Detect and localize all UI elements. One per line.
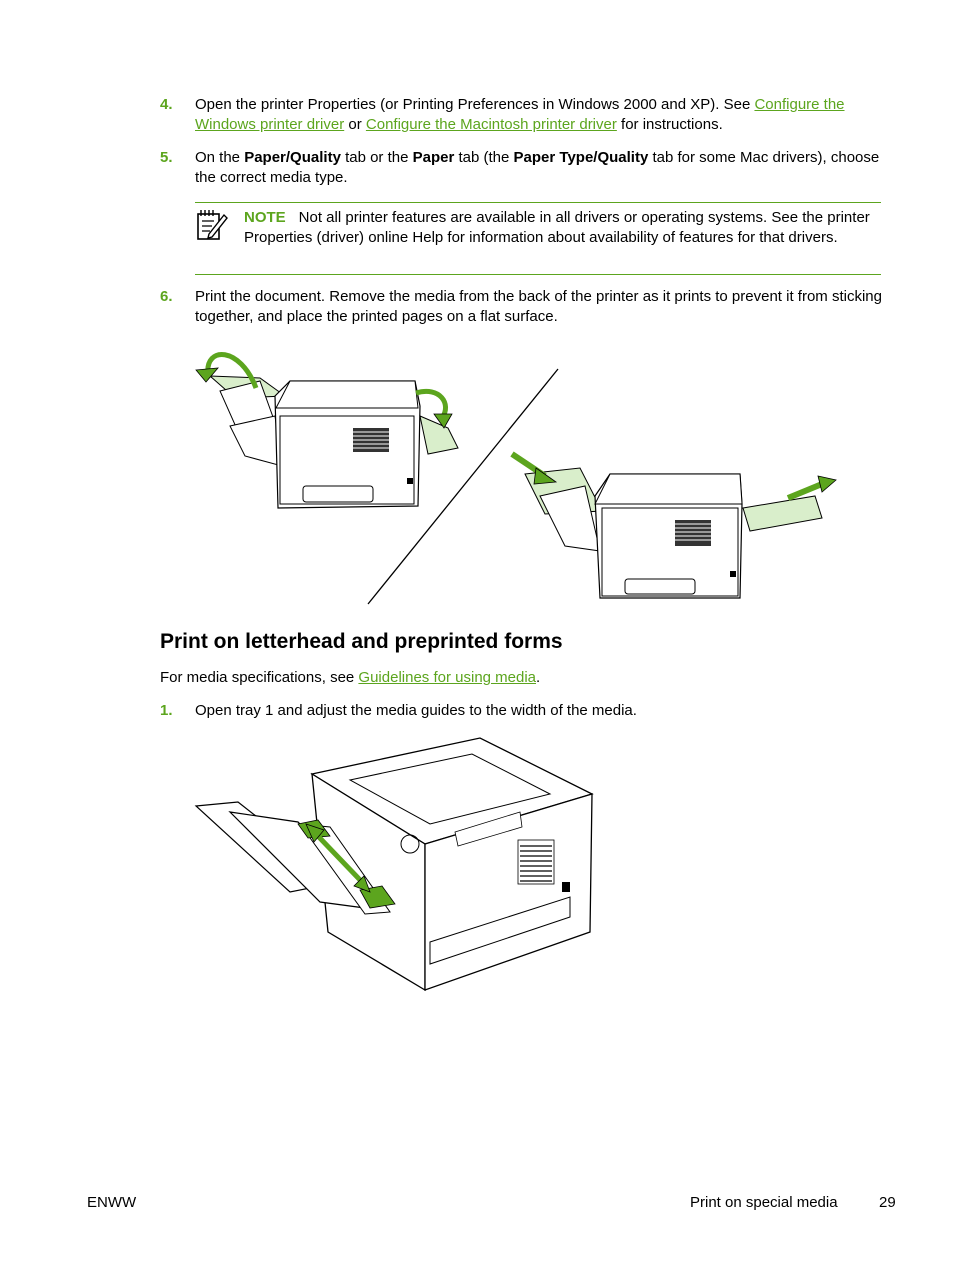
note-pad-icon — [197, 210, 228, 240]
tray-1-media-guides-figure — [194, 737, 594, 992]
paper-quality-term: Paper/Quality — [244, 149, 341, 166]
step-6: 6. Print the document. Remove the media … — [160, 287, 885, 326]
step-number: 4. — [160, 96, 173, 113]
step-4: 4. Open the printer Properties (or Print… — [160, 95, 885, 134]
step-text: Open tray 1 and adjust the media guides … — [195, 702, 637, 719]
step-text: Print the document. Remove the media fro… — [195, 288, 882, 325]
step-1: 1. Open tray 1 and adjust the media guid… — [160, 701, 885, 721]
step-5: 5. On the Paper/Quality tab or the Paper… — [160, 148, 885, 187]
note-body: Not all printer features are available i… — [244, 209, 870, 246]
step-text: Open the printer Properties (or Printing… — [195, 95, 885, 134]
printer-illustration-left — [195, 352, 459, 509]
step-text-part: tab or the — [340, 149, 413, 166]
step-text-part: Open the printer Properties (or Printing… — [195, 96, 755, 113]
step-number: 1. — [160, 702, 173, 719]
step-text-part: or — [344, 115, 366, 133]
page-number: 29 — [879, 1194, 896, 1211]
intro-text: For media specifications, see — [160, 669, 359, 686]
paper-term: Paper — [412, 149, 455, 166]
step-number: 5. — [160, 149, 173, 166]
straight-through-path-figure — [195, 352, 837, 605]
step-text-part: tab (the — [454, 149, 514, 166]
guidelines-for-using-media-link[interactable]: Guidelines for using media — [358, 669, 537, 686]
footer-section: Print on special media — [690, 1194, 838, 1211]
footer-left: ENWW — [87, 1194, 137, 1211]
printer-illustration-right — [510, 451, 837, 599]
section-heading: Print on letterhead and preprinted forms — [160, 630, 563, 653]
step-text-part: On the — [195, 149, 245, 166]
section-intro: For media specifications, see Guidelines… — [160, 668, 885, 688]
printer-tray-illustration — [194, 737, 594, 992]
intro-text: . — [536, 669, 541, 686]
configure-macintosh-driver-link[interactable]: Configure the Macintosh printer driver — [365, 115, 617, 133]
step-text-part: for instructions. — [616, 115, 723, 133]
note-label: NOTE — [244, 209, 286, 226]
step-text: On the Paper/Quality tab or the Paper ta… — [195, 148, 885, 187]
step-number: 6. — [160, 288, 173, 305]
step-text-part: tab for some Mac drivers), choose the co… — [195, 149, 880, 186]
configure-windows-driver-link[interactable]: Configure the Windows printer driver — [195, 96, 845, 133]
paper-type-quality-term: Paper Type/Quality — [513, 149, 649, 166]
divider-line — [367, 368, 559, 605]
